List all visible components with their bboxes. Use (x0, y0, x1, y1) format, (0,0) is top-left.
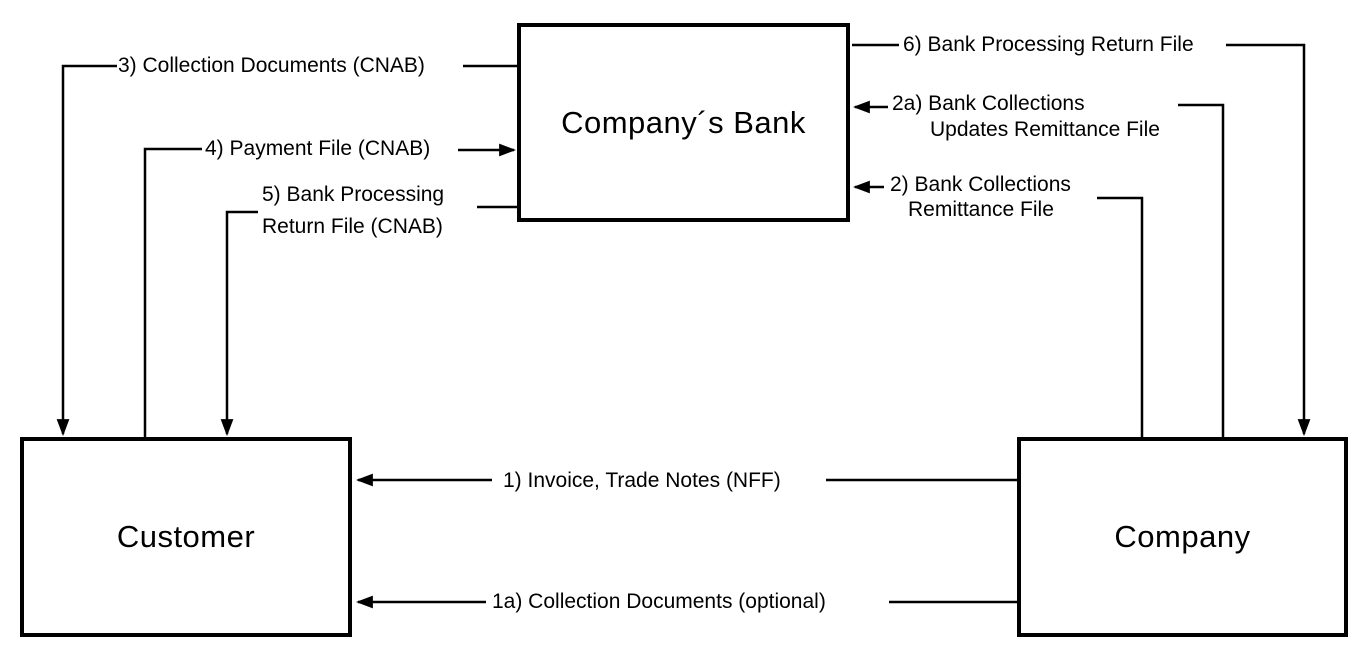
flow-2-label-line2: Remittance File (908, 198, 1054, 221)
company-bank-box: Company´s Bank (517, 23, 850, 222)
flow-5-bank-processing-return-file-arrow (220, 205, 517, 437)
flow-3-collection-documents-arrow (56, 64, 517, 437)
flow-2-label-line1: 2) Bank Collections (890, 173, 1071, 196)
flow-5-label-line1: 5) Bank Processing (262, 183, 445, 206)
flow-6-bank-processing-return-file-arrow (852, 43, 1311, 437)
flow-2a-label-line2: Updates Remittance File (930, 118, 1160, 141)
flow-1a-label: 1a) Collection Documents (optional) (492, 590, 826, 613)
flow-6-label: 6) Bank Processing Return File (903, 33, 1194, 56)
flow-4-label: 4) Payment File (CNAB) (205, 137, 431, 160)
customer-label: Customer (116, 519, 256, 554)
company-bank-label-line2: Bank (733, 104, 806, 140)
flow-2a-label-line1: 2a) Bank Collections (892, 92, 1085, 115)
flow-2a-bank-collections-updates-remittance-arrow (852, 100, 1225, 437)
flow-5-label: 5) Bank Processing Return File (CNAB) (262, 179, 444, 243)
flow-4-payment-file-arrow (143, 143, 517, 437)
flow-2-bank-collections-remittance-arrow (852, 180, 1144, 437)
company-label: Company (1114, 519, 1251, 554)
flow-2-label: 2) Bank Collections Remittance File (890, 172, 1071, 222)
flow-5-label-line2: Return File (CNAB) (262, 215, 443, 238)
flow-2a-label: 2a) Bank Collections Updates Remittance … (892, 91, 1160, 143)
flow-1-label: 1) Invoice, Trade Notes (NFF) (503, 469, 781, 492)
flow-3-label: 3) Collection Documents (CNAB) (118, 54, 425, 77)
company-bank-label: Company´s Bank (561, 102, 806, 144)
company-bank-label-line1: Company´s (561, 104, 725, 140)
customer-box: Customer (20, 437, 352, 637)
company-box: Company (1017, 437, 1348, 637)
